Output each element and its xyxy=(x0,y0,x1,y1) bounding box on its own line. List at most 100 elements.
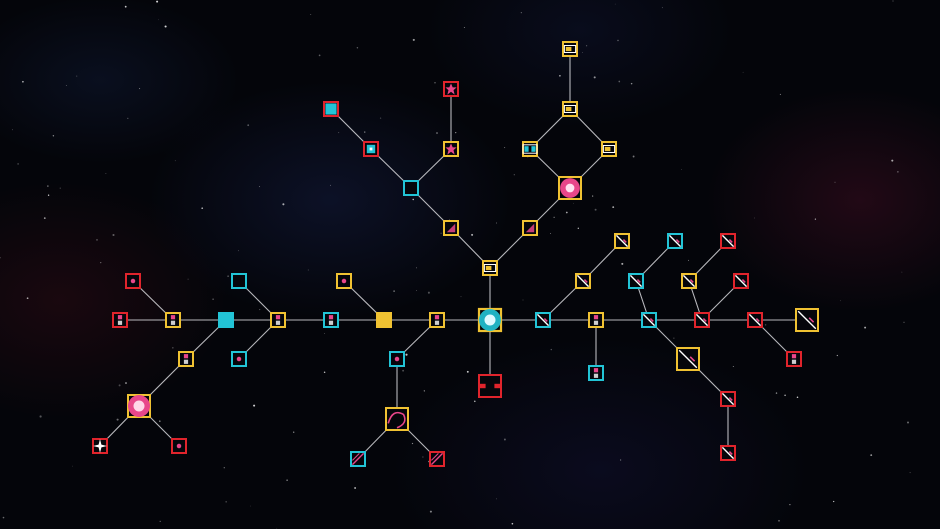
skill-node-spine-l5[interactable] xyxy=(218,312,234,328)
skill-node-spine-l7[interactable] xyxy=(112,312,128,328)
star xyxy=(870,454,873,456)
skill-node-r3-down3[interactable] xyxy=(720,445,736,461)
skill-node-drop-a[interactable] xyxy=(350,451,366,467)
dot-icon xyxy=(130,278,136,284)
connections xyxy=(99,49,807,460)
skill-node-drop-big[interactable] xyxy=(385,407,409,431)
star xyxy=(471,233,474,236)
skill-node-left-big[interactable] xyxy=(127,394,151,418)
star xyxy=(423,390,425,392)
star-icon xyxy=(445,83,457,95)
skill-node-spine-r1[interactable] xyxy=(535,312,551,328)
star xyxy=(364,131,366,133)
skill-node-r1-up2[interactable] xyxy=(614,233,630,249)
node-frame xyxy=(323,312,339,328)
star xyxy=(225,501,227,503)
star xyxy=(612,206,615,209)
star xyxy=(673,337,675,339)
star xyxy=(834,181,836,183)
skill-node-left-big-a[interactable] xyxy=(92,438,108,454)
skill-node-spine-l2[interactable] xyxy=(376,312,392,328)
node-frame xyxy=(429,312,445,328)
skill-node-spine-r6[interactable] xyxy=(795,308,819,332)
star xyxy=(681,168,682,170)
skill-node-r3-up[interactable] xyxy=(628,273,644,289)
star xyxy=(764,324,767,326)
skill-node-spine-l4-down[interactable] xyxy=(231,351,247,367)
skill-node-spine-r4[interactable] xyxy=(694,312,710,328)
skill-node-branch-right-1[interactable] xyxy=(522,220,538,236)
skill-node-left-tip-b[interactable] xyxy=(443,81,459,97)
cyan-cell-icon xyxy=(325,103,337,115)
skill-node-right-mid[interactable] xyxy=(558,176,582,200)
star xyxy=(617,39,619,42)
star xyxy=(159,520,161,523)
skill-node-left-leaf-b[interactable] xyxy=(443,141,459,157)
pip-icon xyxy=(328,315,334,325)
skill-node-r3-down2[interactable] xyxy=(720,391,736,407)
pip-icon xyxy=(183,354,189,364)
skill-node-r3-down[interactable] xyxy=(676,347,700,371)
skill-node-r5-down[interactable] xyxy=(786,351,802,367)
skill-node-shield-bottom[interactable] xyxy=(478,374,502,398)
dot-icon xyxy=(394,356,400,362)
star xyxy=(22,80,24,83)
skill-node-r5-up[interactable] xyxy=(733,273,749,289)
star xyxy=(440,232,442,234)
star xyxy=(455,131,457,134)
skill-node-trunk-up[interactable] xyxy=(482,260,498,276)
star xyxy=(393,290,395,292)
star xyxy=(2,516,5,519)
star xyxy=(632,155,635,158)
skill-node-r4-up[interactable] xyxy=(681,273,697,289)
node-frame xyxy=(112,312,128,328)
skill-node-spine-l3[interactable] xyxy=(323,312,339,328)
skill-node-spine-l4[interactable] xyxy=(270,312,286,328)
skill-node-spine-r3[interactable] xyxy=(641,312,657,328)
skill-node-drop-b[interactable] xyxy=(429,451,445,467)
star xyxy=(688,259,689,261)
node-frame xyxy=(270,312,286,328)
skill-node-left-tip-a[interactable] xyxy=(363,141,379,157)
skill-node-spine-l4-up[interactable] xyxy=(231,273,247,289)
skill-node-r1-up[interactable] xyxy=(575,273,591,289)
skill-node-r2-down[interactable] xyxy=(588,365,604,381)
swirl-icon xyxy=(387,411,406,429)
skill-node-diamond-right[interactable] xyxy=(601,141,617,157)
node-frame xyxy=(786,351,802,367)
star xyxy=(463,26,465,29)
starfield xyxy=(0,0,911,529)
skill-node-r4-up2[interactable] xyxy=(720,233,736,249)
skill-node-spine-l2-up[interactable] xyxy=(336,273,352,289)
skill-node-left-big-b[interactable] xyxy=(171,438,187,454)
skill-node-diamond-tip[interactable] xyxy=(562,41,578,57)
star xyxy=(164,25,167,28)
skill-node-drop-hub[interactable] xyxy=(389,351,405,367)
star xyxy=(310,14,312,15)
skill-node-left-hub[interactable] xyxy=(403,180,419,196)
star xyxy=(379,117,382,119)
star xyxy=(504,147,506,149)
skill-node-diamond-top[interactable] xyxy=(562,101,578,117)
dot-icon xyxy=(341,278,347,284)
skill-node-diamond-left[interactable] xyxy=(522,141,538,157)
star xyxy=(778,519,780,522)
star xyxy=(253,404,256,407)
battery-icon xyxy=(483,264,497,272)
star xyxy=(12,129,14,131)
star xyxy=(0,257,1,259)
skill-node-spine-l5-down[interactable] xyxy=(178,351,194,367)
sword-icon xyxy=(615,234,629,248)
star xyxy=(124,5,127,8)
skill-node-branch-left-1[interactable] xyxy=(443,220,459,236)
skill-node-spine-l1[interactable] xyxy=(429,312,445,328)
battery-icon xyxy=(602,145,616,153)
skill-node-spine-l6-up[interactable] xyxy=(125,273,141,289)
skill-node-spine-l6[interactable] xyxy=(165,312,181,328)
skill-node-left-top-cyan[interactable] xyxy=(323,101,339,117)
skill-node-spine-r5[interactable] xyxy=(747,312,763,328)
skill-node-core[interactable] xyxy=(477,307,503,333)
skill-node-spine-r2[interactable] xyxy=(588,312,604,328)
skill-node-r3-up2[interactable] xyxy=(667,233,683,249)
star xyxy=(127,117,129,120)
